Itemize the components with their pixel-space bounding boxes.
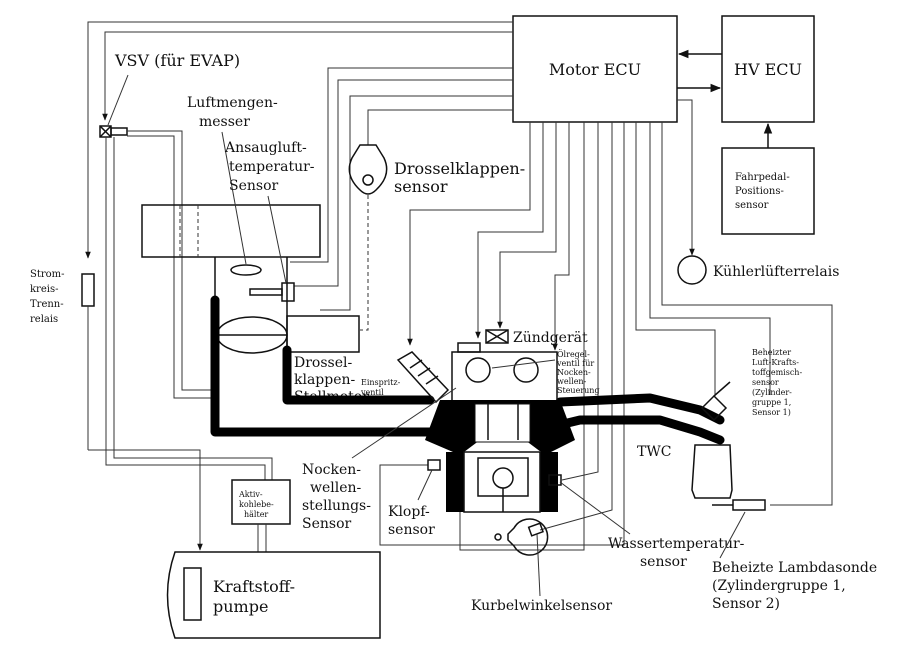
luftmengen-label-1: Luftmengen- [187,95,278,111]
wassertemperatursensor: Wassertemperatur- sensor [548,474,745,570]
oelregel-label-4: wellen- [557,377,587,386]
kuehlerluefter-relais: Kühlerlüfterrelais [677,255,839,285]
zuendgeraet: Zündgerät [485,329,588,346]
nockenwellen-label-2: wellen- [310,480,362,496]
aktivkohle-label-1: Aktiv- [238,490,263,499]
oelregel-label-1: Ölregel- [557,350,590,359]
oelregel-label-3: Nocken- [557,368,591,377]
lambda-label-2: (Zylindergruppe 1, [712,578,846,594]
stellmotor-label-2: klappen- [294,372,356,388]
einspritzventil: Einspritz- ventil [360,351,450,404]
purge-hose [127,130,215,391]
klopf-label-2: sensor [388,522,435,538]
ansaugluft-label-2: temperatur- [229,159,315,175]
ansaugluft-label-3: Sensor [229,178,279,194]
signal-lines [85,21,833,551]
kraftstoff-label-2: pumpe [213,597,268,616]
wassertemp-label-1: Wassertemperatur- [608,536,745,552]
ansaugluft-sensor: Ansaugluft- temperatur- Sensor [224,140,315,302]
klopf-label-1: Klopf- [388,504,430,520]
beheizter-label-6: gruppe 1, [752,398,791,407]
twc-label: TWC [637,444,671,460]
stromkreis-label-4: relais [30,314,58,325]
aktivkohle-label-3: hälter [244,510,268,519]
drosselklappensensor-label-2: sensor [394,177,448,196]
twc-catalyst: TWC [637,444,733,499]
luftkraftstoff-sensor: Beheizter Luft-Krafts- toffgemisch- sens… [700,348,802,422]
nockenwellen-sensor-label: Nocken- wellen- stellungs- Sensor [302,387,457,532]
motor-ecu-label: Motor ECU [549,60,641,79]
drosselklappensensor-label-1: Drosselklappen- [394,159,525,178]
einspritz-label-2: ventil [360,388,384,397]
oelregel-label-5: Steuerung [557,386,600,395]
lambdasonde: Beheizte Lambdasonde (Zylindergruppe 1, … [712,499,877,612]
einspritz-label-1: Einspritz- [361,378,401,387]
oelregelventil-label: Ölregel- ventil für Nocken- wellen- Steu… [491,350,600,395]
wassertemp-label-2: sensor [640,554,687,570]
hv-ecu-label: HV ECU [734,60,802,79]
stromkreis-label-2: kreis- [30,284,58,295]
nockenwellen-label-1: Nocken- [302,462,361,478]
drosselklappen-sensor: Drosselklappen- sensor [348,144,525,196]
klopfsensor: Klopf- sensor [388,459,441,538]
fahrpedal-label-3: sensor [735,200,769,211]
zuendgeraet-label: Zündgerät [513,330,588,346]
kraftstofftank: Kraftstoff- pumpe [166,551,381,639]
luftmengen-sensor: Luftmengen- messer [187,95,278,276]
aktivkohle-label-2: kohlebe- [239,500,274,509]
beheizter-label-1: Beheizter [752,348,791,357]
lambda-label-1: Beheizte Lambdasonde [712,560,877,576]
aktivkohle-behaelter: Aktiv- kohlebe- hälter [231,479,291,552]
kurbelwinkelsensor: Kurbelwinkelsensor [471,518,612,614]
beheizter-label-5: (Zylinder- [752,388,792,397]
ansaugluft-label-1: Ansaugluft- [224,140,307,156]
stromkreis-label-1: Strom- [30,269,65,280]
beheizter-label-4: sensor [752,378,779,387]
beheizter-label-3: toffgemisch- [752,368,802,377]
fahrpedal-label-2: Positions- [735,186,784,197]
beheizter-label-7: Sensor 1) [752,408,791,417]
engine-block [425,342,575,513]
hv-ecu-box: HV ECU [721,15,815,123]
vsv-label: VSV (für EVAP) [114,51,240,70]
beheizter-label-2: Luft-Krafts- [752,358,799,367]
fahrpedal-box: Fahrpedal- Positions- sensor [721,147,815,235]
motor-ecu-box: Motor ECU [512,15,678,123]
throttle-body: Drossel- klappen- Stellmotor [216,315,369,405]
nockenwellen-label-3: stellungs- [302,498,371,514]
kurbelwinkel-label: Kurbelwinkelsensor [471,598,612,614]
luftmengen-label-2: messer [199,114,250,130]
nockenwellen-label-4: Sensor [302,516,352,532]
kuehlerluefter-label: Kühlerlüfterrelais [713,264,839,280]
stromkreis-relais: Strom- kreis- Trenn- relais [30,269,203,551]
kraftstoff-label-1: Kraftstoff- [213,577,295,596]
stromkreis-label-3: Trenn- [30,299,64,310]
lambda-label-3: Sensor 2) [712,596,780,612]
oelregel-label-2: ventil für [556,359,594,368]
fahrpedal-label-1: Fahrpedal- [735,172,790,183]
stellmotor-label-1: Drossel- [294,355,352,371]
